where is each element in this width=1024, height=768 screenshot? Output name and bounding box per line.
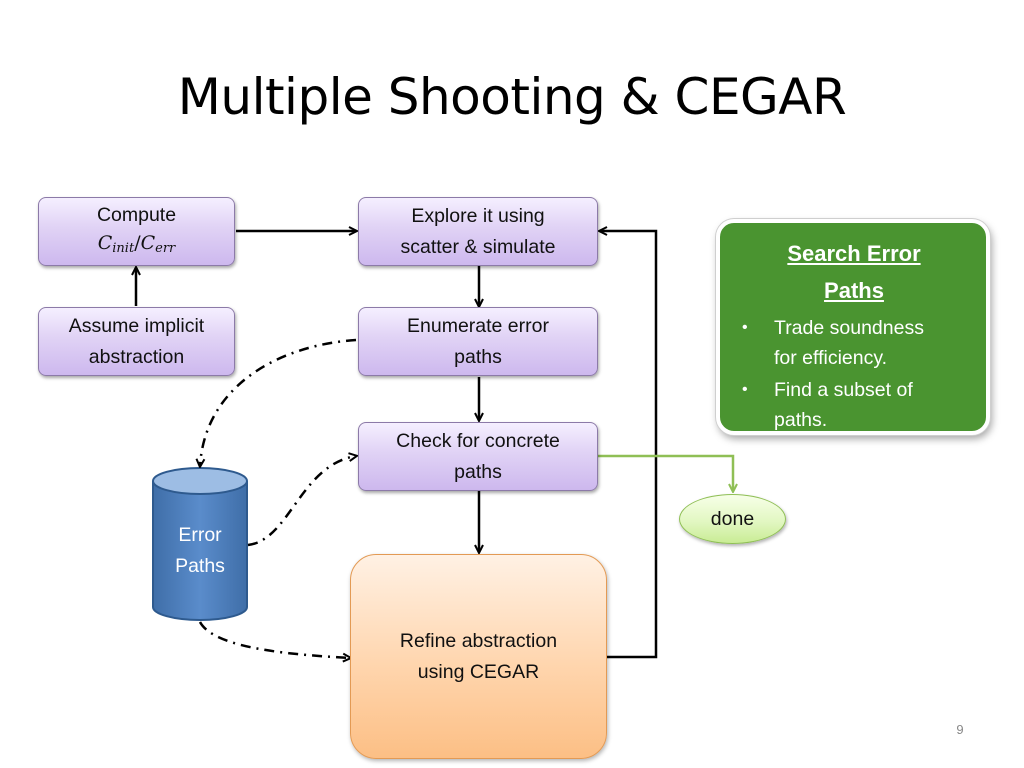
check-line-1: Check for concrete	[396, 429, 560, 452]
c-init-over-c-err-formula: Cinit/Cerr	[97, 231, 176, 256]
error-paths-database	[152, 467, 248, 621]
search-error-paths-panel: Search Error Paths • Trade soundness for…	[716, 219, 990, 435]
bullet-1-line-1: Trade soundness	[774, 317, 924, 339]
enumerate-error-paths-node: Enumerate error paths	[358, 307, 598, 376]
assume-line-1: Assume implicit	[68, 314, 205, 337]
bullet-glyph: •	[742, 319, 748, 336]
compute-node: Compute Cinit/Cerr	[38, 197, 235, 266]
bullet-2-line-2: paths.	[774, 409, 828, 431]
error-paths-line-1: Error	[178, 524, 222, 546]
assume-line-2: abstraction	[88, 345, 185, 368]
panel-title: Search Error Paths	[787, 241, 921, 303]
explore-line-2: scatter & simulate	[400, 235, 556, 258]
enumerate-line-2: paths	[454, 345, 502, 368]
bullet-glyph: •	[742, 381, 748, 398]
error-paths-line-2: Paths	[175, 555, 225, 577]
arrow-enumerate-to-database	[200, 338, 357, 466]
arrow-database-to-refine	[198, 621, 350, 658]
refine-line-2: using CEGAR	[417, 660, 540, 683]
done-node: done	[679, 494, 786, 544]
panel-bullet-list: • Trade soundness for efficiency. • Find…	[740, 313, 968, 435]
explore-node: Explore it using scatter & simulate	[358, 197, 598, 266]
enumerate-line-1: Enumerate error	[407, 314, 549, 337]
panel-bullet-item: • Trade soundness for efficiency.	[740, 313, 968, 373]
panel-bullet-item: • Find a subset of paths.	[740, 375, 968, 435]
refine-abstraction-node: Refine abstraction using CEGAR	[350, 554, 607, 759]
slide-title: Multiple Shooting & CEGAR	[177, 68, 847, 126]
explore-line-1: Explore it using	[411, 204, 545, 227]
check-line-2: paths	[454, 460, 502, 483]
bullet-1-line-2: for efficiency.	[774, 347, 888, 369]
arrow-database-to-check	[247, 456, 356, 547]
error-paths-label: Error Paths	[152, 520, 248, 582]
arrow-refine-loop-to-explore	[600, 231, 658, 659]
refine-line-1: Refine abstraction	[399, 629, 558, 652]
check-concrete-paths-node: Check for concrete paths	[358, 422, 598, 491]
page-number: 9	[956, 722, 964, 737]
arrow-check-to-done	[598, 454, 733, 491]
compute-label: Compute	[96, 203, 177, 226]
assume-abstraction-node: Assume implicit abstraction	[38, 307, 235, 376]
done-label: done	[710, 507, 755, 530]
bullet-2-line-1: Find a subset of	[774, 379, 913, 401]
